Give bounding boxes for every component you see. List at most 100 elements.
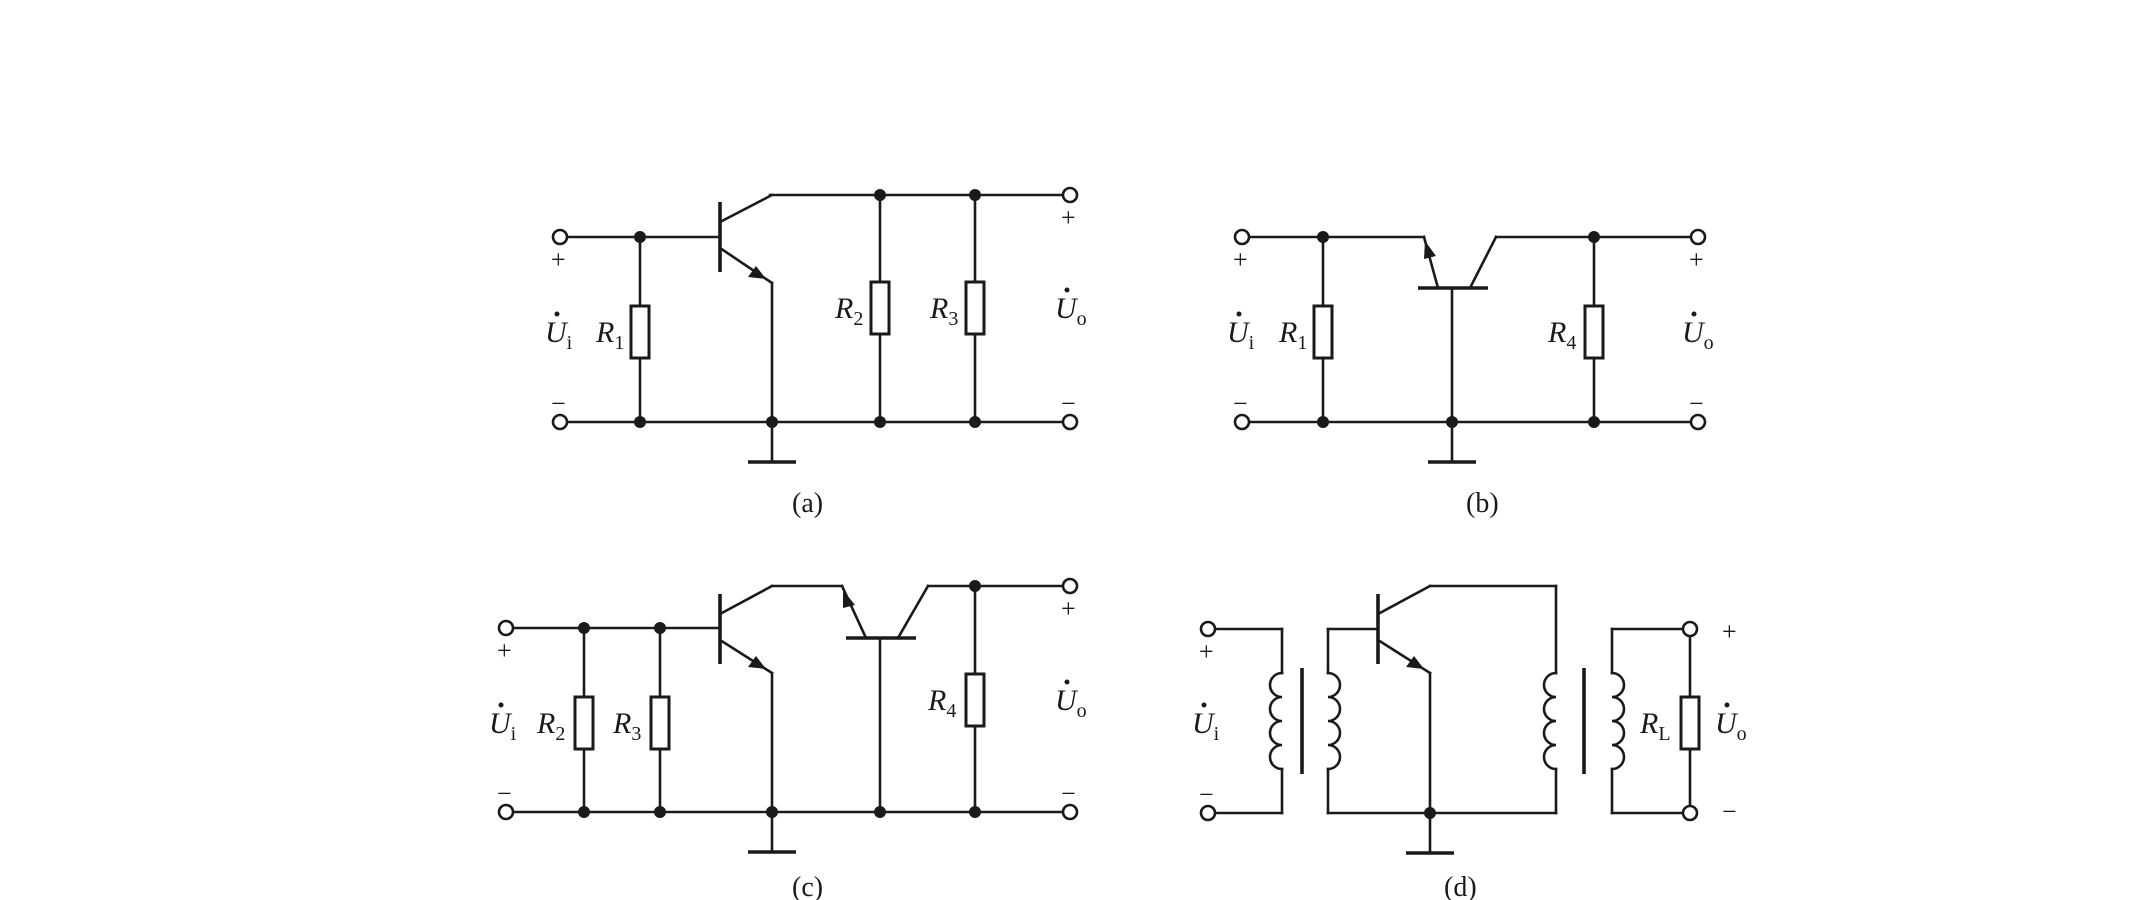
- panel-c-input-terminal: [497, 803, 515, 821]
- panel-b-input-plus: +: [1233, 245, 1248, 274]
- panel-d-input-transformer-secondary: [1326, 671, 1342, 771]
- panel-c-junction: [969, 806, 981, 818]
- panel-a-junction: [634, 231, 646, 243]
- panel-c-output-plus: +: [1061, 594, 1076, 623]
- panel-a-r1-resistor: [629, 304, 651, 360]
- panel-a-junction: [969, 416, 981, 428]
- panel-d-input-minus: −: [1199, 780, 1214, 809]
- panel-b-r1-label: R1: [1278, 316, 1307, 354]
- panel-d-input-terminal: [1199, 804, 1217, 822]
- panel-c-junction: [654, 806, 666, 818]
- panel-a-r1-label: R1: [595, 316, 624, 354]
- panel-a: + − + − Ui Uo R1 R2 R3 (a): [545, 186, 1087, 519]
- panel-c-caption: (c): [792, 872, 823, 900]
- panel-b-input-terminal: [1233, 228, 1251, 246]
- panel-b-input-minus: −: [1233, 389, 1248, 418]
- panel-c-output-terminal: [1061, 803, 1079, 821]
- panel-a-output-plus: +: [1061, 203, 1076, 232]
- panel-d-output-plus: +: [1722, 617, 1737, 646]
- panel-a-input-minus: −: [551, 389, 566, 418]
- panel-d-ground-symbol: [1406, 811, 1454, 855]
- panel-c-input-plus: +: [497, 636, 512, 665]
- panel-c-output-voltage-label: Uo: [1055, 684, 1087, 722]
- panel-c-junction: [766, 806, 778, 818]
- panel-b-input-voltage-label: Ui: [1227, 316, 1255, 354]
- panel-a-r2-label: R2: [834, 292, 863, 330]
- panel-d-caption: (d): [1444, 872, 1477, 900]
- panel-a-input-terminal: [551, 413, 569, 431]
- panel-d-rl-resistor: [1679, 695, 1701, 751]
- panel-d-input-transformer-primary: [1268, 671, 1284, 771]
- panel-d-output-terminal: [1681, 804, 1699, 822]
- panel-a-input-plus: +: [551, 245, 566, 274]
- panel-a-output-terminal: [1061, 413, 1079, 431]
- panel-c-ground-symbol: [748, 810, 796, 854]
- panel-a-npn-transistor: [718, 193, 774, 285]
- panel-c-r4-label: R4: [927, 684, 956, 722]
- panel-a-ground-symbol: [748, 420, 796, 464]
- panel-c-r3-label: R3: [612, 707, 641, 745]
- panel-a-r3-resistor: [964, 280, 986, 336]
- panel-b-output-plus: +: [1689, 245, 1704, 274]
- panel-d-junction: [1424, 807, 1436, 819]
- panel-d-output-transformer-secondary: [1610, 671, 1626, 771]
- panel-a-input-voltage-label: Ui: [545, 316, 573, 354]
- panel-a-r2-resistor: [869, 280, 891, 336]
- panel-c: + − + − Ui Uo R2 R3 R4 (c): [489, 577, 1087, 900]
- panel-a-junction: [766, 416, 778, 428]
- panel-b-input-terminal: [1233, 413, 1251, 431]
- panel-d-output-minus: −: [1722, 797, 1737, 826]
- panel-d-input-terminal: [1199, 620, 1217, 638]
- panel-c-input-minus: −: [497, 779, 512, 808]
- panel-c-junction: [874, 806, 886, 818]
- panel-d-output-transformer-primary: [1542, 671, 1558, 771]
- panel-b-r4-resistor: [1583, 304, 1605, 360]
- panel-c-junction: [969, 580, 981, 592]
- panel-b: + − + − Ui Uo R1 R4 (b): [1227, 228, 1714, 519]
- panel-c-npn-transistor-1: [718, 584, 774, 675]
- panel-a-output-minus: −: [1061, 389, 1076, 418]
- panel-d-output-voltage-label: Uo: [1715, 707, 1747, 745]
- panel-c-output-minus: −: [1061, 779, 1076, 808]
- panel-b-junction: [1317, 231, 1329, 243]
- panel-d-npn-transistor: [1376, 584, 1432, 675]
- panel-c-junction: [578, 622, 590, 634]
- panel-d-rl-label: RL: [1639, 707, 1671, 745]
- panel-c-npn-transistor-2: [840, 584, 930, 640]
- panel-d-input-plus: +: [1199, 637, 1214, 666]
- panel-b-ground-symbol: [1428, 420, 1476, 464]
- panel-d-output-terminal: [1681, 620, 1699, 638]
- panel-a-junction: [874, 189, 886, 201]
- panel-b-junction: [1588, 416, 1600, 428]
- panel-c-input-terminal: [497, 619, 515, 637]
- panel-c-junction: [654, 622, 666, 634]
- panel-c-r2-resistor: [573, 695, 595, 751]
- panel-b-junction: [1446, 416, 1458, 428]
- panel-a-junction: [969, 189, 981, 201]
- panel-c-input-voltage-label: Ui: [489, 707, 517, 745]
- panel-b-output-terminal: [1689, 413, 1707, 431]
- panel-b-output-terminal: [1689, 228, 1707, 246]
- panel-a-input-terminal: [551, 228, 569, 246]
- panel-c-junction: [578, 806, 590, 818]
- panel-c-r3-resistor: [649, 695, 671, 751]
- phasor-dots: [498, 287, 1730, 708]
- panel-a-junction: [874, 416, 886, 428]
- panel-b-output-voltage-label: Uo: [1682, 316, 1714, 354]
- panel-a-caption: (a): [792, 488, 823, 519]
- panel-b-junction: [1317, 416, 1329, 428]
- panel-c-r2-label: R2: [536, 707, 565, 745]
- panel-a-output-voltage-label: Uo: [1055, 292, 1087, 330]
- panel-c-output-terminal: [1061, 577, 1079, 595]
- panel-a-junction: [634, 416, 646, 428]
- panel-a-output-terminal: [1061, 186, 1079, 204]
- panel-b-r4-label: R4: [1547, 316, 1576, 354]
- panel-b-caption: (b): [1466, 488, 1499, 519]
- panel-b-output-minus: −: [1689, 389, 1704, 418]
- panel-b-junction: [1588, 231, 1600, 243]
- panel-d: + − + − Ui Uo RL (d): [1192, 584, 1747, 900]
- panel-d-input-voltage-label: Ui: [1192, 707, 1220, 745]
- panel-c-r4-resistor: [964, 672, 986, 728]
